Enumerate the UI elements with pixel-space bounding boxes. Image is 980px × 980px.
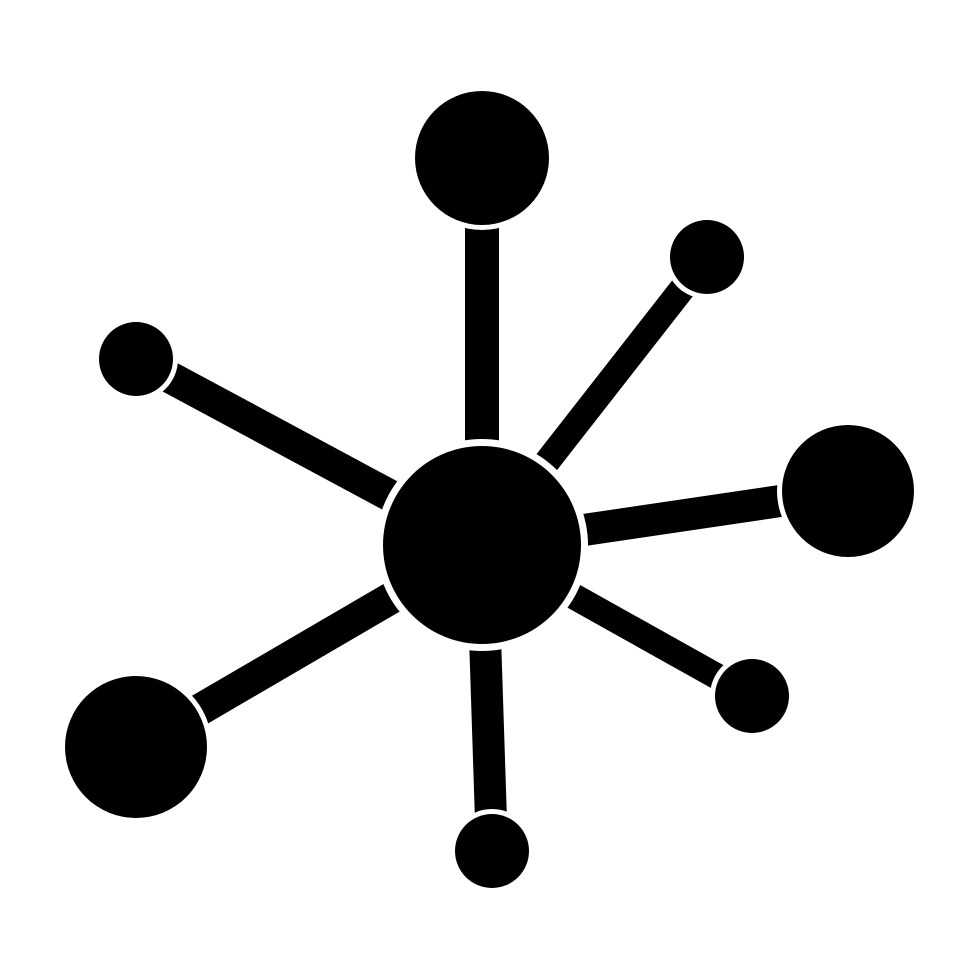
node-bottom-left — [65, 676, 207, 818]
node-top — [415, 91, 549, 225]
node-right — [782, 425, 914, 557]
hub-node — [383, 446, 581, 644]
node-top-right — [670, 220, 744, 294]
node-left — [99, 322, 173, 396]
node-bottom-right — [715, 659, 789, 733]
nodes-group — [60, 86, 919, 893]
node-bottom — [455, 814, 529, 888]
